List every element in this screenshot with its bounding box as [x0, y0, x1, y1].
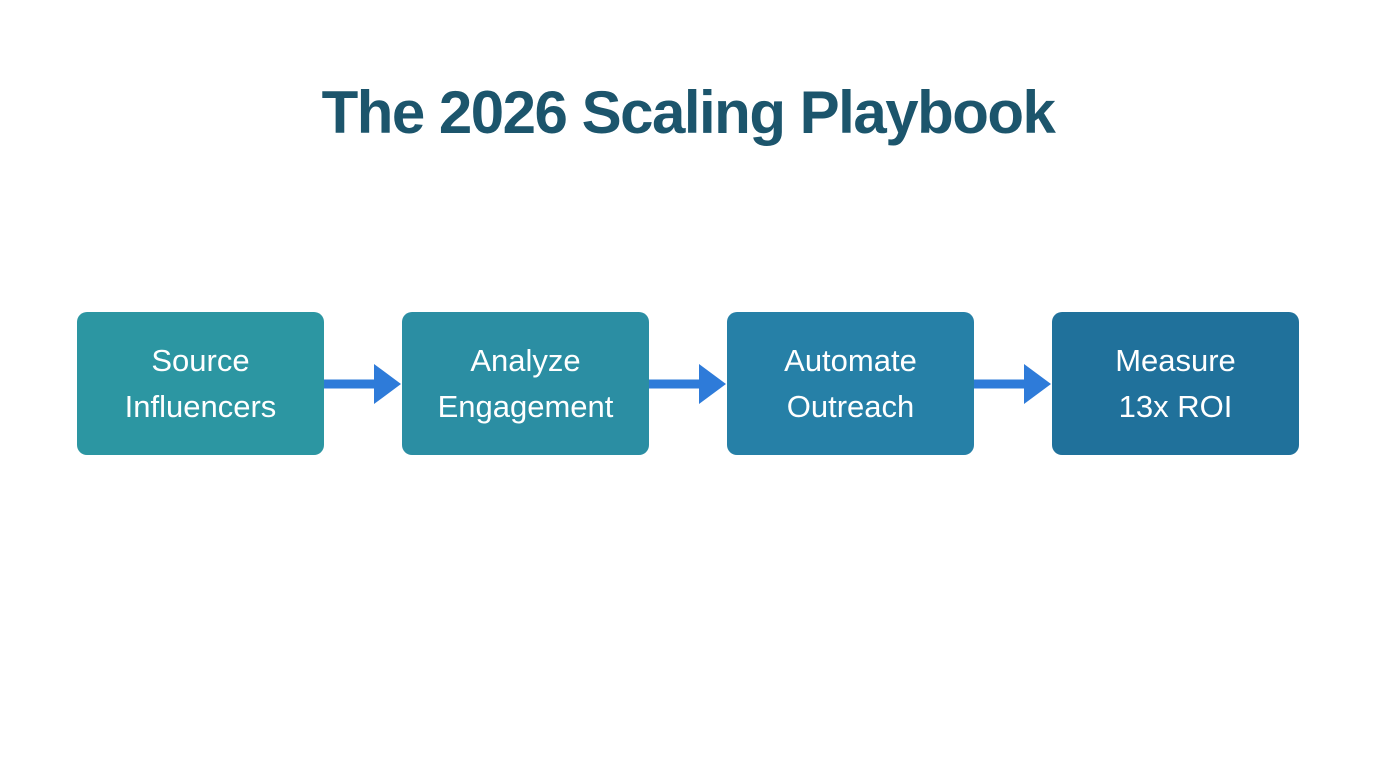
flow-step-label-line: Outreach — [786, 388, 915, 424]
flow-step-measure-13x-roi: Measure 13x ROI — [1052, 312, 1299, 455]
page-title: The 2026 Scaling Playbook — [321, 79, 1056, 146]
flow-step-label-line: Measure — [1115, 342, 1236, 378]
right-arrow-icon — [649, 363, 726, 404]
flow-step-label-line: Engagement — [437, 388, 614, 424]
flow-step-label-line: Source — [151, 342, 250, 378]
flow-step-label-line: Analyze — [470, 342, 581, 378]
right-arrow-icon — [324, 363, 401, 404]
flow-step-label-line: Automate — [784, 342, 917, 378]
flow-step-label-line: 13x ROI — [1118, 388, 1233, 424]
right-arrow-icon — [974, 363, 1051, 404]
flow-step-label-line: Influencers — [124, 388, 277, 424]
